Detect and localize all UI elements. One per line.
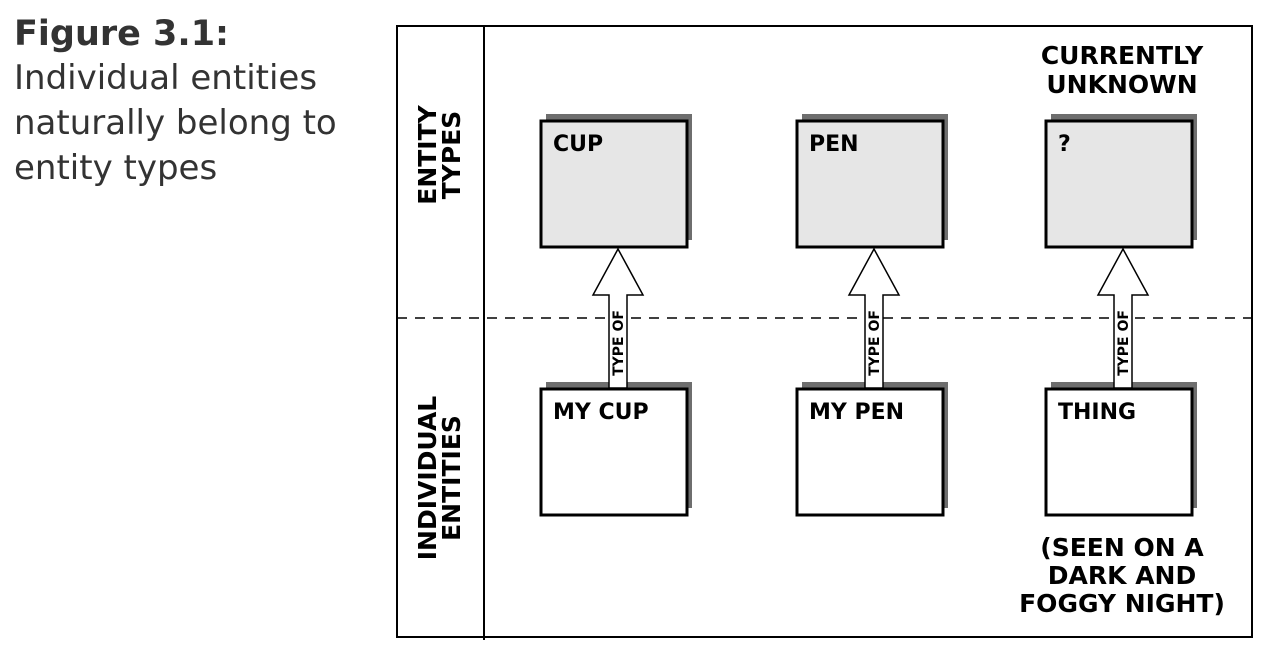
type-of-arrow-icon [591,247,645,389]
thing-note-line: FOGGY NIGHT) [1019,589,1225,618]
row-label-line: TYPES [437,111,466,200]
diagram-frame [396,25,1253,638]
entity-type-box-cup [539,119,689,249]
entity-column-cup: CUP MY CUP TYPE OF [539,114,692,517]
unknown-header-line: CURRENTLY [1041,41,1204,70]
unknown-header-line: UNKNOWN [1046,70,1197,99]
row-label-individual-entities: INDIVIDUAL ENTITIES [413,396,466,561]
individual-entity-label: MY CUP [553,400,649,425]
individual-entity-label: MY PEN [809,400,904,425]
entity-column-unknown: ? THING TYPE OF [1044,114,1197,517]
entity-type-label: CUP [553,132,603,157]
row-label-line: ENTITIES [437,415,466,541]
thing-note-line: (SEEN ON A [1040,533,1204,562]
thing-note-line: DARK AND [1048,561,1196,590]
type-of-arrow-label: TYPE OF [1116,310,1132,376]
type-of-arrow-label: TYPE OF [867,310,883,376]
row-label-line: ENTITY [413,104,442,204]
figure-title: Figure 3.1: [14,14,230,54]
caption-line: naturally belong to [14,103,337,143]
entity-type-box-pen [795,119,945,249]
row-label-entity-types: ENTITY TYPES [413,104,466,204]
entity-type-box-unknown [1044,119,1194,249]
row-label-line: INDIVIDUAL [413,396,442,561]
caption-line: Individual entities [14,58,318,98]
entity-type-label: PEN [809,132,859,157]
caption-line: entity types [14,148,218,188]
individual-entity-label: THING [1058,400,1136,425]
figure-caption: Figure 3.1: Individual entities naturall… [14,12,374,191]
entity-column-pen: PEN MY PEN TYPE OF [795,114,948,517]
individual-entity-box-pen [795,387,945,517]
entity-type-label: ? [1058,132,1071,157]
individual-entity-box-unknown [1044,387,1194,517]
individual-entity-box-cup [539,387,689,517]
type-of-arrow-icon [1096,247,1150,389]
type-of-arrow-label: TYPE OF [611,310,627,376]
type-of-arrow-icon [847,247,901,389]
